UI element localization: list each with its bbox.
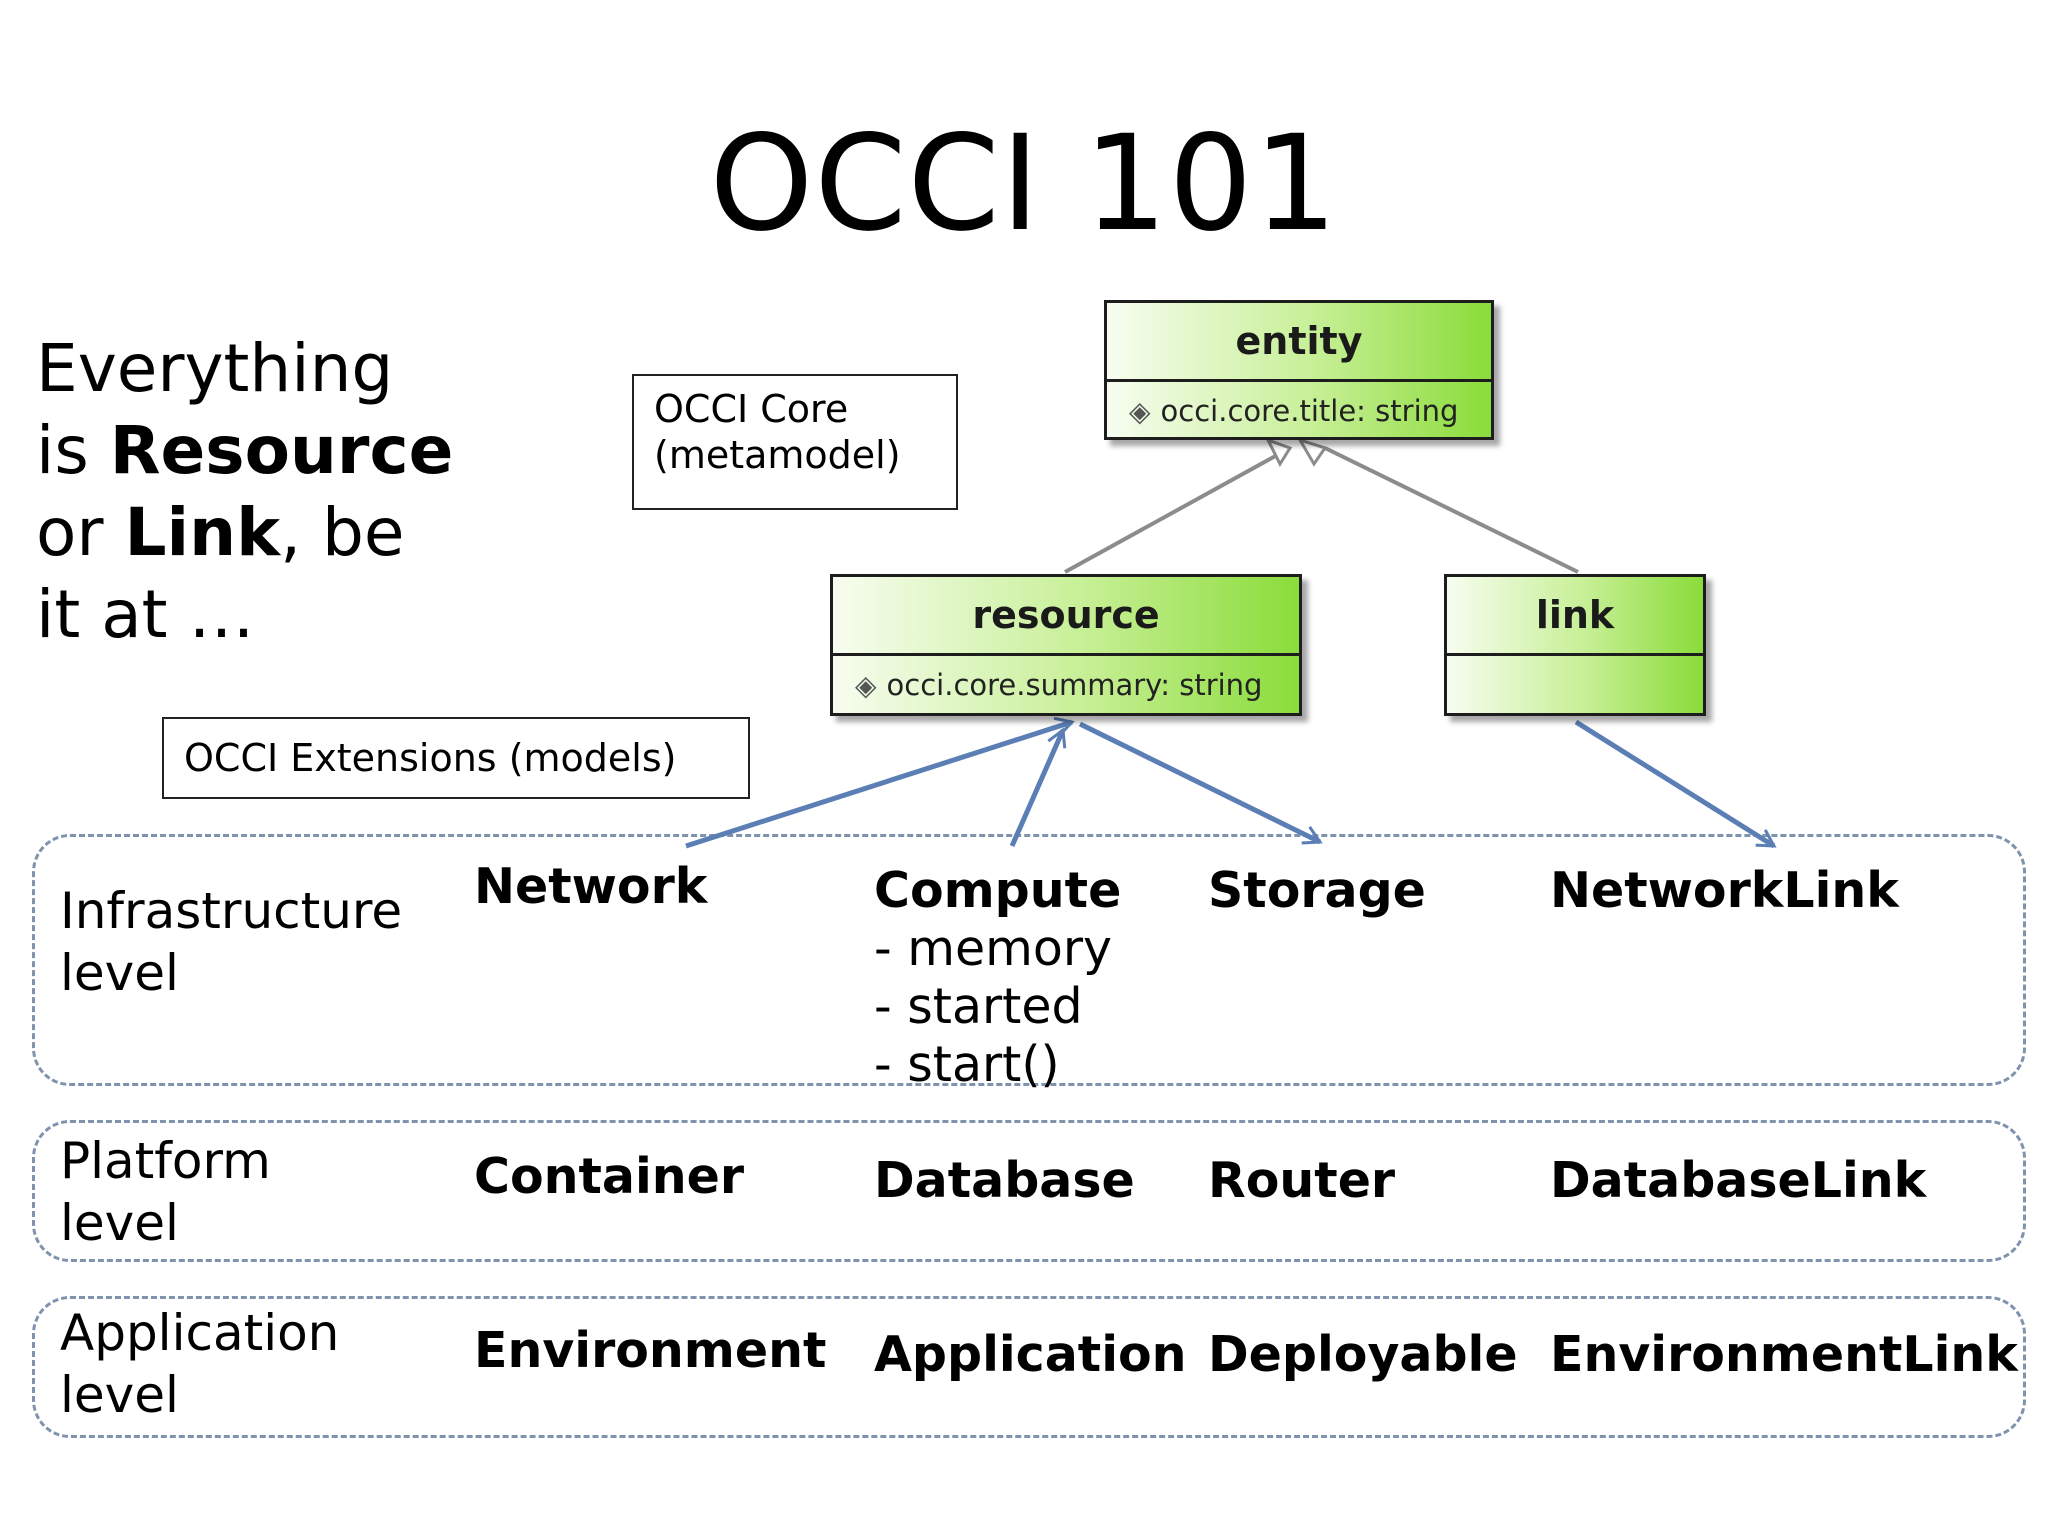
intro-line-1: Everything [36,330,394,407]
class-databaselink: DatabaseLink [1550,1152,1927,1209]
intro-line-3: or Link, be [36,494,405,571]
uml-class-entity: entity ◈occi.core.title: string [1104,300,1494,440]
class-networklink: NetworkLink [1550,862,1899,919]
platform-level-band [32,1120,2026,1262]
intro-text: Everything is Resource or Link, be it at… [36,328,453,656]
compute-action-start: - start() [874,1036,1060,1093]
platform-level-label: Platform level [60,1132,271,1252]
class-environment: Environment [474,1322,827,1379]
class-application: Application [874,1326,1187,1383]
class-container: Container [474,1148,745,1205]
resource-to-storage-arrow [1078,721,1323,845]
infrastructure-level-label: Infrastructure level [60,882,403,1002]
infrastructure-level-band [32,834,2026,1086]
resource-to-entity-generalization [1064,446,1291,574]
link-to-networklink-arrow [1574,719,1777,849]
class-network: Network [474,858,708,915]
diamond-icon: ◈ [855,669,877,702]
compute-attr-started: - started [874,978,1083,1035]
intro-line-2: is Resource [36,412,454,489]
entity-attribute: ◈occi.core.title: string [1129,394,1459,428]
uml-class-resource: resource ◈occi.core.summary: string [830,574,1302,716]
link-to-entity-generalization [1324,446,1579,574]
class-compute: Compute - memory - started - start() [874,862,1122,1093]
application-level-band [32,1296,2026,1438]
class-storage: Storage [1208,862,1426,919]
compute-attr-memory: - memory [874,920,1112,977]
resource-emphasis: Resource [109,412,454,489]
class-deployable: Deployable [1208,1326,1518,1383]
link-emphasis: Link [124,494,281,571]
generalization-arrowhead-left [1264,437,1293,468]
diamond-icon: ◈ [1129,395,1151,428]
intro-line-4: it at … [36,576,255,653]
network-to-resource-arrow [685,716,1075,849]
generalization-arrowhead-right [1296,437,1328,467]
uml-class-link: link [1444,574,1706,716]
compute-to-resource-arrow [1009,727,1067,848]
page-title: OCCI 101 [709,107,1339,261]
resource-attribute: ◈occi.core.summary: string [855,668,1263,702]
occi-extensions-note: OCCI Extensions (models) [162,717,750,799]
occi-core-note: OCCI Core (metamodel) [632,374,958,510]
entity-class-name: entity [1107,303,1491,382]
class-database: Database [874,1152,1135,1209]
resource-class-name: resource [833,577,1299,656]
application-level-label: Application level [60,1304,340,1424]
class-environmentlink: EnvironmentLink [1550,1326,2018,1383]
link-attribute-compartment [1447,656,1703,714]
link-class-name: link [1447,577,1703,656]
class-router: Router [1208,1152,1396,1209]
